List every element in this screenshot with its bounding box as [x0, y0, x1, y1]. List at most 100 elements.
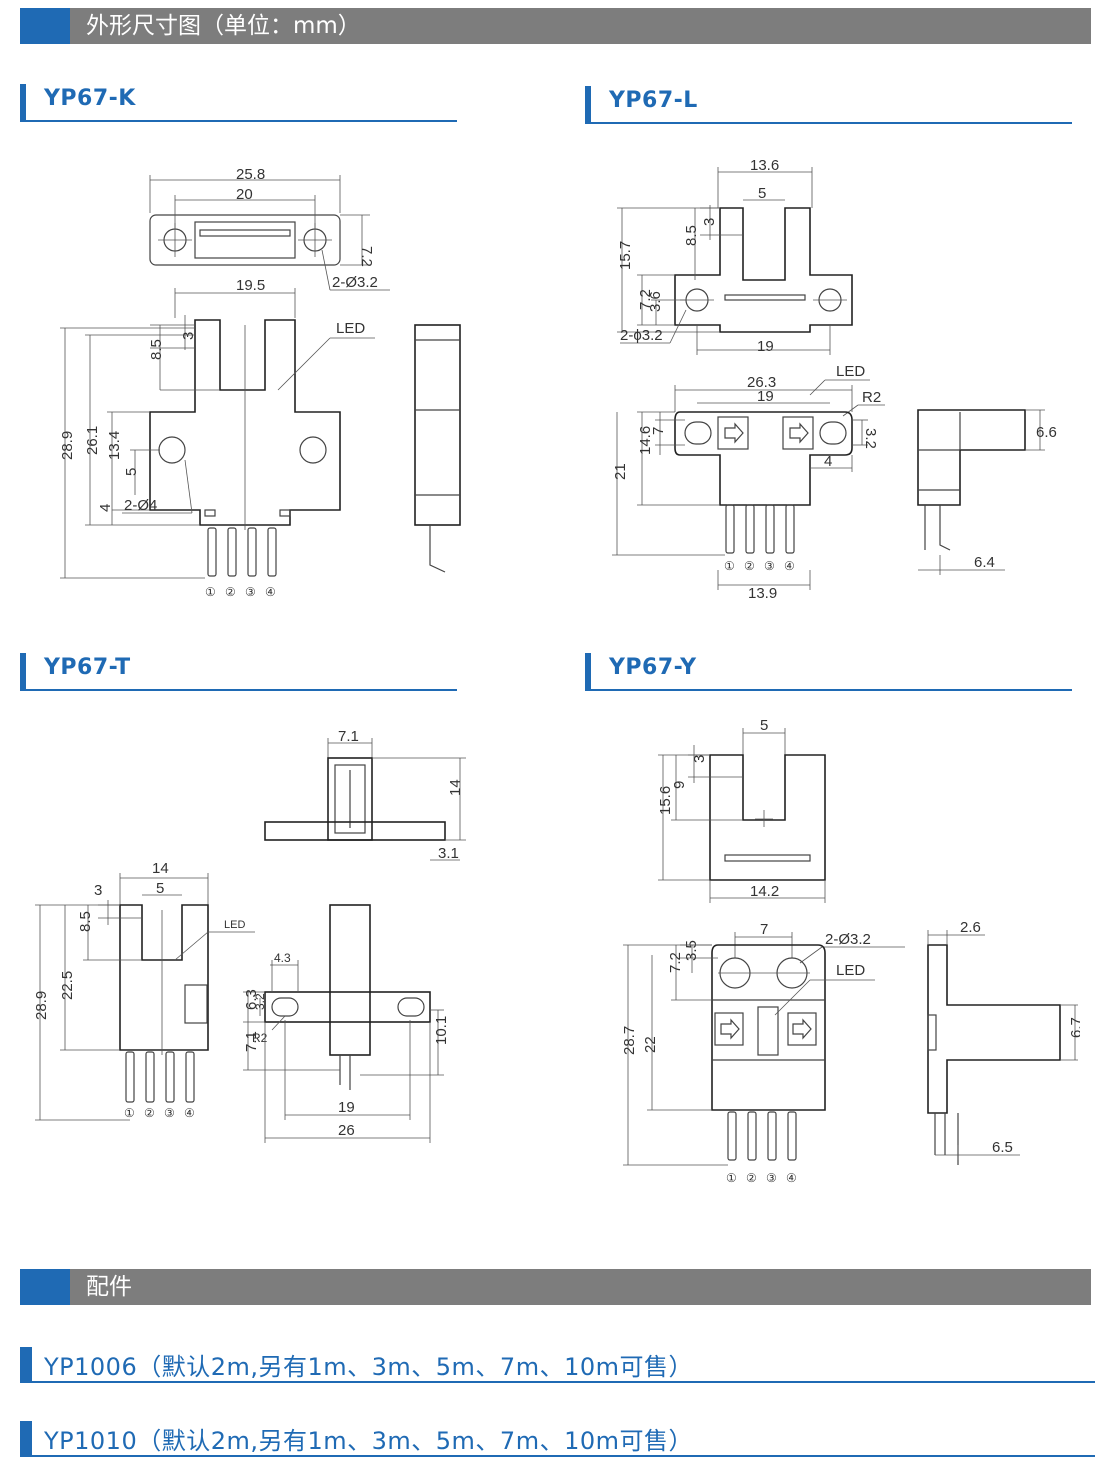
model-name: YP67-Y	[609, 655, 697, 680]
dim-label: 5	[760, 717, 768, 734]
dim-label: 6.5	[992, 1139, 1013, 1156]
pin-label: ③	[766, 1171, 777, 1185]
pin-label: ③	[164, 1106, 175, 1120]
dim-label: 3	[180, 332, 197, 340]
pin-numbers: ① ② ③ ④	[726, 1171, 797, 1185]
dim-label: 3	[94, 882, 102, 899]
pin-label: ②	[746, 1171, 757, 1185]
dim-label: 13.4	[106, 431, 123, 460]
dim-label: 9	[671, 781, 688, 789]
dim-label: 26.1	[84, 426, 101, 455]
dim-label: 3.2	[253, 993, 267, 1010]
dim-label: 7	[650, 427, 667, 435]
dim-label: 5	[156, 880, 164, 897]
accessory-item: YP1006（默认2m,另有1m、3m、5m、7m、10m可售）	[20, 1347, 1095, 1383]
led-label: LED	[836, 363, 865, 380]
dim-label: 7.2	[637, 289, 654, 310]
dim-label: 14	[152, 860, 169, 877]
dim-label: 4.3	[274, 951, 291, 965]
accessory-tick	[20, 1347, 32, 1381]
pin-label: ①	[724, 559, 735, 573]
pin-label: ②	[744, 559, 755, 573]
pin-numbers: ① ② ③ ④	[124, 1106, 195, 1120]
model-name: YP67-L	[609, 88, 698, 113]
led-label: LED	[224, 919, 245, 931]
dim-label: 8.5	[77, 911, 94, 932]
dim-label: 14.2	[750, 883, 779, 900]
dim-label: 2-Ø3.2	[825, 931, 871, 948]
dim-label: 5	[123, 468, 140, 476]
dim-label: 28.7	[621, 1026, 638, 1055]
section-accent	[20, 1269, 70, 1305]
model-header-yp67-k: YP67-K	[20, 84, 457, 122]
dim-label: 6.4	[974, 554, 995, 571]
model-tick	[585, 653, 591, 691]
dim-label: 4	[97, 504, 114, 512]
drawing-yp67-l: 13.6 5 3 8.5 15.7 7.2 3.6 2-ϕ3.2 19 LED …	[612, 157, 1057, 602]
model-tick	[585, 86, 591, 124]
dim-label: 14.6	[637, 426, 654, 455]
model-tick	[20, 84, 26, 122]
accessory-label: YP1006（默认2m,另有1m、3m、5m、7m、10m可售）	[44, 1353, 693, 1381]
drawing-yp67-k: 25.8 20 7.2 2-Ø3.2 19.5 LED 3 8.5 28.9 2…	[59, 166, 461, 599]
dim-label: 3	[701, 218, 718, 226]
pin-label: ①	[124, 1106, 135, 1120]
pin-label: ③	[245, 585, 256, 599]
dim-label: 20	[236, 186, 253, 203]
dim-label: 3.2	[862, 428, 879, 449]
dim-label: 3.1	[438, 845, 459, 862]
dim-label: 26.3	[747, 374, 776, 391]
model-tick	[20, 653, 26, 691]
dim-label: 6.7	[1068, 1017, 1080, 1038]
pin-label: ③	[764, 559, 775, 573]
accessory-item: YP1010（默认2m,另有1m、3m、5m、7m、10m可售）	[20, 1421, 1095, 1457]
dim-label: 6.6	[1036, 424, 1057, 441]
dim-label: 2-Ø3.2	[332, 274, 378, 291]
pin-numbers: ① ② ③ ④	[724, 559, 795, 573]
section-title: 配件	[86, 1274, 132, 1300]
accessory-label: YP1010（默认2m,另有1m、3m、5m、7m、10m可售）	[44, 1427, 693, 1455]
dim-label: R2	[862, 389, 881, 406]
model-name: YP67-K	[44, 86, 136, 111]
pin-label: ②	[144, 1106, 155, 1120]
section-accent	[20, 8, 70, 44]
pin-label: ④	[184, 1106, 195, 1120]
led-label: LED	[836, 962, 865, 979]
dim-label: 19	[757, 388, 774, 405]
dim-label: 28.9	[33, 991, 50, 1020]
dim-label: 8.5	[148, 339, 165, 360]
dim-label: 3.5	[683, 940, 700, 961]
dim-label: 2-Ø4	[124, 497, 157, 514]
pin-label: ②	[225, 585, 236, 599]
dim-label: 3	[691, 755, 708, 763]
dim-label: 4	[824, 453, 832, 470]
model-header-yp67-y: YP67-Y	[585, 653, 1072, 691]
pin-label: ④	[786, 1171, 797, 1185]
dim-label: 13.9	[748, 585, 777, 602]
accessory-tick	[20, 1421, 32, 1455]
dim-label: 19.5	[236, 277, 265, 294]
dim-label: R2	[252, 1031, 268, 1045]
model-header-yp67-l: YP67-L	[585, 86, 1072, 124]
dim-label: 21	[612, 463, 629, 480]
pin-numbers: ① ② ③ ④	[205, 585, 276, 599]
pin-label: ①	[726, 1171, 737, 1185]
dim-label: 25.8	[236, 166, 265, 183]
dim-label: 2-ϕ3.2	[620, 327, 663, 344]
model-name: YP67-T	[44, 655, 131, 680]
pin-label: ④	[265, 585, 276, 599]
dim-label: 7.2	[667, 952, 684, 973]
dim-label: 5	[758, 185, 766, 202]
dim-label: 22.5	[59, 971, 76, 1000]
dim-label: 19	[757, 338, 774, 355]
dim-label: 22	[642, 1036, 659, 1053]
model-header-yp67-t: YP67-T	[20, 653, 457, 691]
section-header-dimensions: 外形尺寸图（单位：mm）	[20, 8, 1091, 44]
dim-label: 7.1	[338, 728, 359, 745]
dim-label: 6.3	[243, 989, 260, 1010]
dim-label: 15.7	[617, 241, 634, 270]
dim-label: 10.1	[433, 1016, 450, 1045]
section-title: 外形尺寸图（单位：mm）	[86, 13, 361, 39]
pin-label: ①	[205, 585, 216, 599]
dim-label: 8.5	[683, 225, 700, 246]
